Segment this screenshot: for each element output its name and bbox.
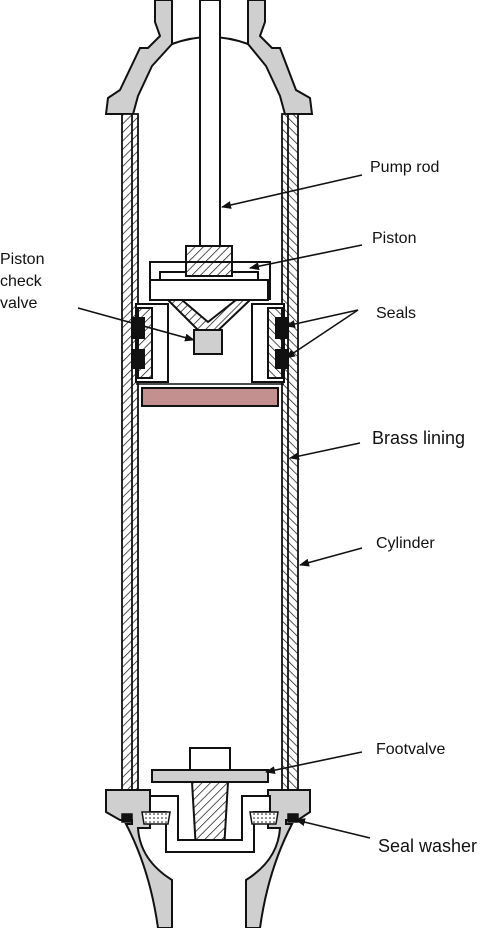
leader-footvalve: [265, 751, 363, 775]
label-piston-check-line2: check: [0, 273, 43, 290]
leader-check-valve: [77, 307, 195, 342]
label-seal-washer: Seal washer: [378, 836, 477, 856]
leader-brass-lining: [289, 442, 361, 461]
leader-piston: [249, 244, 363, 271]
cylinder-wall-left: [121, 113, 139, 821]
lower-left-seal: [131, 349, 145, 369]
leader-lines: [77, 174, 371, 839]
lower-right-seal: [275, 349, 289, 369]
seal-washers: [121, 811, 299, 825]
cylinder-wall-right: [281, 113, 299, 821]
leader-seal-upper: [285, 309, 359, 328]
label-pump-rod: Pump rod: [370, 159, 439, 176]
leader-seal-lower: [285, 309, 359, 359]
footvalve: [149, 747, 271, 853]
leader-cylinder: [299, 547, 363, 567]
label-brass-lining: Brass lining: [372, 428, 465, 448]
label-footvalve: Footvalve: [376, 741, 445, 758]
upper-left-seal: [131, 317, 145, 339]
piston-assembly: [131, 245, 289, 407]
upper-right-seal: [275, 317, 289, 339]
leader-pump-rod: [221, 174, 363, 209]
label-piston-check-line3: valve: [0, 295, 37, 312]
label-cylinder: Cylinder: [376, 535, 435, 552]
top-cap-casting: [104, 0, 314, 121]
label-piston: Piston: [372, 230, 416, 247]
piston-cup: [141, 387, 279, 407]
leader-seal-washer: [295, 818, 371, 839]
label-seals: Seals: [376, 305, 416, 322]
pump-rod: [199, 0, 221, 247]
label-piston-check-line1: Piston: [0, 251, 44, 268]
